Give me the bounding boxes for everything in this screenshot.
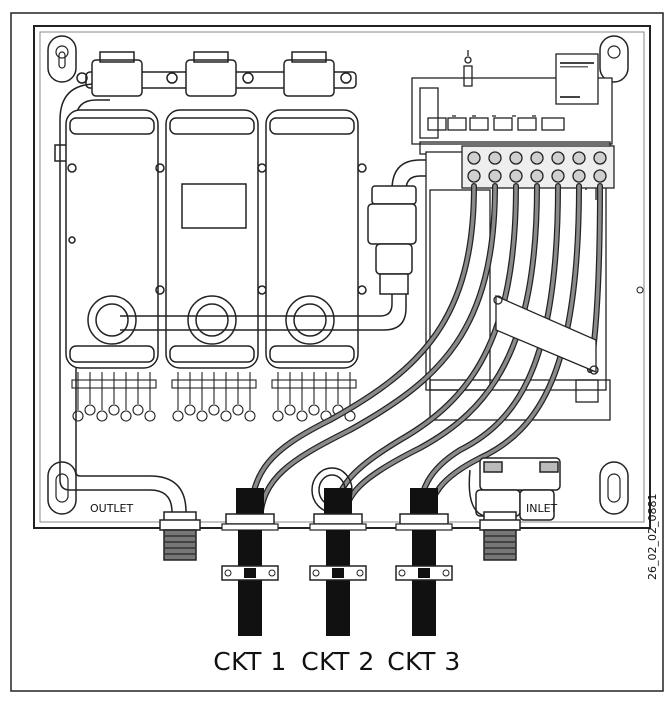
- circuit-conduit-3: [395, 488, 453, 636]
- circuit-conduit-1: [221, 488, 279, 636]
- top-manifold: [76, 51, 357, 97]
- mounting-slot-bottom-right: [599, 461, 629, 515]
- manifold-fitting-2: [185, 51, 237, 97]
- circuit-conduit-2: [309, 488, 367, 636]
- outer-border: [10, 12, 664, 692]
- heating-chamber-3: [265, 109, 367, 369]
- cross-pipe: [120, 190, 407, 331]
- outlet-label: OUTLET: [90, 502, 134, 515]
- circuit-label-1: CKT 1: [213, 647, 287, 676]
- inlet-label: INLET: [526, 502, 558, 515]
- mounting-bracket: [493, 295, 599, 375]
- outlet-connector: [159, 511, 201, 561]
- inlet-valve: [468, 457, 561, 521]
- heating-chamber-2: [165, 109, 267, 369]
- terminal-block: [461, 145, 615, 189]
- side-screw: [636, 286, 644, 294]
- terminal-screws: [467, 151, 607, 183]
- manifold-fitting-1: [91, 51, 143, 97]
- mounting-slot-top-left: [47, 35, 77, 83]
- mounting-slot-top-right: [599, 35, 629, 83]
- heating-chamber-1: [65, 109, 165, 369]
- circuit-label-3: CKT 3: [387, 647, 461, 676]
- terminals-chamber-1: [71, 372, 157, 422]
- mounting-slot-bottom-left: [47, 461, 77, 515]
- inlet-connector: [479, 511, 521, 561]
- label-plate: [555, 53, 599, 105]
- drawing-id-label: 26_02_02_0881: [646, 494, 659, 581]
- circuit-label-2: CKT 2: [301, 647, 375, 676]
- flow-valve: [367, 159, 440, 295]
- manifold-fitting-3: [283, 51, 335, 97]
- terminals-chamber-2: [171, 372, 257, 422]
